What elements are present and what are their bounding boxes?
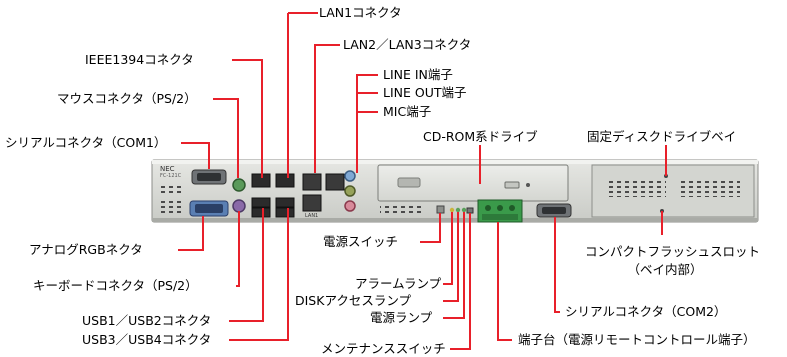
label-analog-rgb: アナログRGBネクタ [29,242,143,257]
leader-lines [178,12,667,350]
label-lan23: LAN2／LAN3コネクタ [343,37,472,52]
line-out-jack [344,185,356,197]
label-power-switch: 電源スイッチ [323,234,399,249]
label-fixed-disk: 固定ディスクドライブベイ [587,129,737,144]
keyboard-ps2-port [232,199,246,213]
label-compact-flash-sub: （ベイ内部） [627,262,703,277]
label-line-out: LINE OUT端子 [383,85,467,100]
label-compact-flash: コンパクトフラッシュスロット [585,244,761,259]
mouse-ps2-port [232,178,246,192]
rgb-port [189,200,229,217]
maintenance-switch-hw [466,207,474,214]
cdrom-drive [377,164,569,202]
lan-ports [302,173,345,212]
terminal-block [477,199,523,223]
label-maintenance: メンテナンススイッチ [321,341,446,356]
com1-port [191,169,227,185]
label-line-in: LINE IN端子 [383,67,453,82]
label-terminal: 端子台（電源リモートコントロール端子） [518,332,756,347]
alarm-led [449,207,455,213]
panel-brand: NEC [160,165,175,173]
line-in-jack [344,170,356,182]
vent-middle [380,204,424,216]
label-serial1: シリアルコネクタ（COM1） [5,135,167,150]
label-ieee1394: IEEE1394コネクタ [85,52,194,67]
vent-left-top [158,184,182,194]
label-mouse: マウスコネクタ（PS/2） [57,91,197,106]
fixed-disk-bay [591,164,755,218]
label-lan1: LAN1コネクタ [319,5,402,20]
label-cdrom: CD-ROM系ドライブ [423,129,538,144]
label-alarm-lamp: アラームランプ [355,276,442,291]
label-disk-lamp: DISKアクセスランプ [295,293,411,308]
label-usb12: USB1／USB2コネクタ [82,313,212,328]
vent-left-bottom [158,198,182,214]
power-led [461,207,467,213]
label-serial2: シリアルコネクタ（COM2） [565,304,727,319]
label-keyboard: キーボードコネクタ（PS/2） [33,278,198,293]
com2-port [536,203,572,218]
panel-lan1-label: LAN1 [305,213,319,219]
label-power-lamp: 電源ランプ [370,310,433,325]
power-switch-hw [436,205,445,214]
mic-jack [344,200,356,212]
label-mic: MIC端子 [383,104,432,119]
panel-model: FC-121C [160,173,182,179]
disk-led [455,207,461,213]
label-usb34: USB3／USB4コネクタ [82,332,212,347]
usb-cluster [251,173,295,218]
